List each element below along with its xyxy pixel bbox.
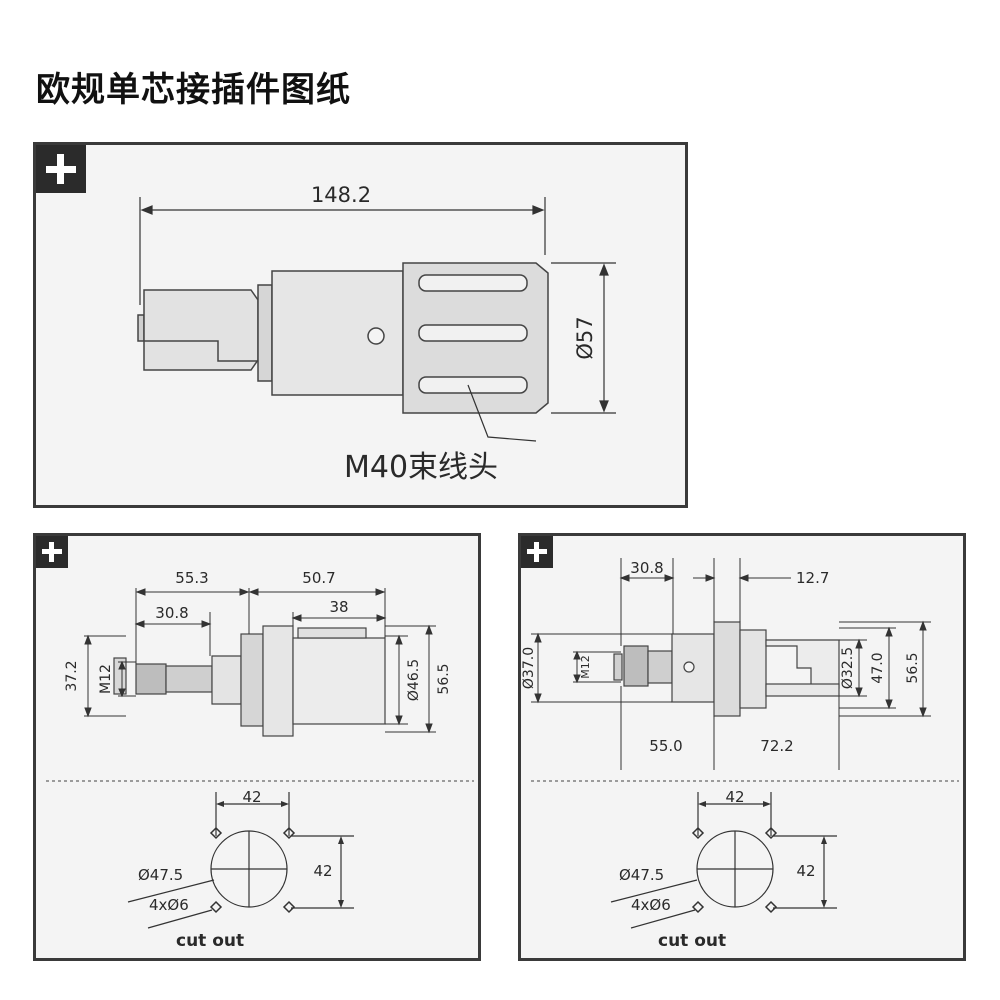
- zoom-plus-icon[interactable]: [36, 145, 86, 193]
- dim-46-5: Ø46.5: [406, 659, 422, 701]
- cutout-label: cut out: [176, 931, 244, 951]
- side-view-drawing: 148.2 Ø57 M40束线头: [137, 183, 616, 485]
- page-title: 欧规单芯接插件图纸: [36, 70, 351, 110]
- dim-55-3: 55.3: [175, 569, 208, 587]
- cutout-height: 42: [313, 862, 332, 880]
- dim-37-2: 37.2: [64, 660, 80, 691]
- dim-38: 38: [329, 598, 348, 616]
- right-drawing: 30.8 12.7 Ø37.0 M12 Ø32.5 47.0 56.5 55.0…: [521, 558, 959, 951]
- dim-56-5: 56.5: [436, 663, 452, 694]
- gland-callout: M40束线头: [344, 450, 498, 485]
- dim-12-7: 12.7: [796, 569, 829, 587]
- dim-47-0: 47.0: [870, 652, 886, 683]
- dim-m12: M12: [579, 655, 592, 679]
- dim-32-5: Ø32.5: [840, 647, 856, 689]
- side-view-panel: 148.2 Ø57 M40束线头: [33, 142, 688, 508]
- cutout-bolts: 4xØ6: [149, 896, 189, 914]
- zoom-plus-icon[interactable]: [521, 536, 553, 568]
- cutout-label: cut out: [658, 931, 726, 951]
- cutout-width: 42: [242, 788, 261, 806]
- cutout-hole-dia: Ø47.5: [138, 866, 183, 884]
- mounting-view-right-panel: 30.8 12.7 Ø37.0 M12 Ø32.5 47.0 56.5 55.0…: [518, 533, 966, 961]
- length-dimension: 148.2: [311, 183, 371, 207]
- mounting-view-left-panel: 55.3 50.7 30.8 38 37.2 M12 Ø46.5 56.5: [33, 533, 481, 961]
- dim-37-0: Ø37.0: [521, 647, 537, 689]
- cutout-hole-dia: Ø47.5: [619, 866, 664, 884]
- dim-55-0: 55.0: [649, 737, 682, 755]
- dim-30-8: 30.8: [630, 559, 663, 577]
- dim-72-2: 72.2: [760, 737, 793, 755]
- diameter-dimension: Ø57: [573, 316, 597, 359]
- dim-m12: M12: [98, 664, 114, 694]
- dim-50-7: 50.7: [302, 569, 335, 587]
- cutout-bolts: 4xØ6: [631, 896, 671, 914]
- cutout-height: 42: [796, 862, 815, 880]
- dim-56-5: 56.5: [905, 652, 921, 683]
- dim-30-8: 30.8: [155, 604, 188, 622]
- left-drawing: 55.3 50.7 30.8 38 37.2 M12 Ø46.5 56.5: [46, 569, 474, 951]
- cutout-width: 42: [725, 788, 744, 806]
- zoom-plus-icon[interactable]: [36, 536, 68, 568]
